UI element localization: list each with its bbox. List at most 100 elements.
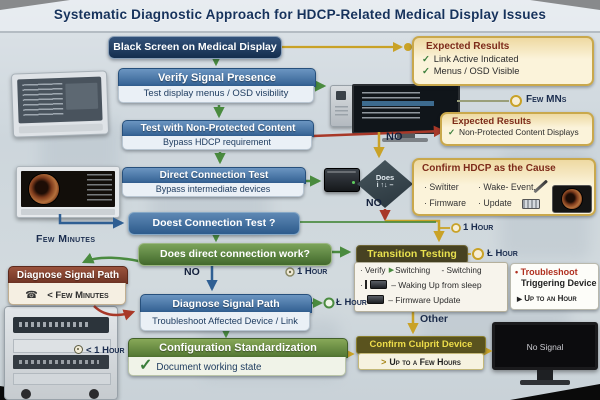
no-signal-monitor: No Signal bbox=[492, 322, 598, 392]
label-other: Other bbox=[420, 313, 449, 325]
check-icon: ✓ bbox=[422, 66, 430, 76]
transition-row: · – Firmware Update bbox=[360, 295, 461, 305]
device-highlight bbox=[327, 171, 356, 173]
verify-signal-subtitle: Test display menus / OSD visibility bbox=[143, 88, 289, 99]
no-signal-text: No Signal bbox=[526, 342, 564, 352]
node-expected-results-mid: Expected Results ✓Non-Protected Content … bbox=[440, 112, 594, 146]
transition-row3-bullet: · bbox=[360, 295, 363, 305]
label-l-hour-diagnose: Ł Hour bbox=[336, 297, 367, 308]
troubleshoot-panel: • Troubleshoot Triggering Device ▶ Up to… bbox=[510, 263, 599, 310]
direct-connection-title: Direct Connection Test bbox=[159, 170, 269, 181]
label-no-low: NO bbox=[184, 266, 200, 278]
diagnose-center-header: Diagnose Signal Path bbox=[140, 294, 312, 313]
troubleshoot-line2: Triggering Device bbox=[521, 278, 597, 288]
connector-endoscope-to-doest bbox=[58, 214, 125, 229]
confirm-hdcp-item: · Update bbox=[478, 198, 512, 208]
expected-top-item-text: Menus / OSD Visible bbox=[433, 66, 520, 76]
cursor-icon: ▶ bbox=[388, 267, 395, 274]
cart-display-shelf bbox=[13, 317, 109, 333]
osd-highlight-row bbox=[362, 101, 434, 106]
monitor-base bbox=[520, 380, 570, 385]
non-protected-header: Test with Non-Protected Content bbox=[122, 120, 314, 137]
config-subtitle: Document working state bbox=[156, 362, 262, 373]
cart-shelf bbox=[13, 339, 111, 353]
direct-connection-header: Direct Connection Test bbox=[122, 167, 306, 184]
cart-display-text bbox=[19, 322, 89, 327]
diagnose-center-subtitle: Troubleshoot Affected Device / Link bbox=[152, 316, 298, 326]
cart-shelf bbox=[13, 373, 111, 385]
config-title: Configuration Standardization bbox=[159, 342, 317, 354]
cart-vcr-shelf bbox=[13, 355, 109, 369]
non-protected-body: Bypass HDCP requirement bbox=[122, 136, 312, 150]
expected-top-item: ✓Link Active Indicated bbox=[422, 53, 592, 65]
does-direct-label: Does direct connection work? bbox=[160, 248, 310, 260]
transition-row: · – Waking Up from sleep bbox=[360, 280, 482, 290]
vcr-buttons bbox=[19, 360, 99, 364]
media-player-device bbox=[324, 168, 360, 192]
label-few-mns: Few MNs bbox=[526, 94, 567, 105]
culprit-body: >Up to a Few Hours bbox=[358, 353, 484, 370]
expected-top-title: Expected Results bbox=[426, 41, 510, 52]
check-icon: ✓ bbox=[422, 54, 430, 64]
doest-connection-label: Doest Connection Test ? bbox=[152, 217, 276, 229]
device-chip-icon bbox=[366, 295, 384, 304]
endoscopy-image bbox=[29, 174, 59, 204]
check-icon: ✓ bbox=[448, 127, 456, 137]
culprit-subtitle: Up to a Few Hours bbox=[389, 357, 461, 367]
endoscopy-thumbnail bbox=[552, 185, 592, 213]
page-title: Systematic Diagnostic Approach for HDCP-… bbox=[53, 7, 547, 22]
diagnose-left-body: ☎ < Few Minutes bbox=[8, 283, 126, 305]
monitor-base bbox=[382, 138, 428, 142]
screen-menu-strip bbox=[87, 174, 112, 204]
arrow-icon: > bbox=[381, 357, 387, 367]
label-few-minutes: Few Minutes bbox=[36, 233, 96, 245]
tower-vents bbox=[335, 106, 348, 118]
transition-row1-extra: - Switching bbox=[441, 266, 482, 275]
display-screen bbox=[21, 171, 115, 207]
node-doest-connection: Doest Connection Test ? bbox=[128, 212, 300, 235]
connector-gold-elbow-to-transition bbox=[385, 219, 445, 243]
culprit-title: Confirm Culprit Device bbox=[369, 339, 473, 350]
lhour-circle bbox=[323, 297, 335, 309]
bullet-icon: • bbox=[515, 267, 519, 277]
transition-hour-circle bbox=[472, 248, 484, 260]
confirm-hdcp-title: Confirm HDCP as the Cause bbox=[422, 163, 556, 174]
config-header: Configuration Standardization bbox=[128, 338, 348, 358]
troubleshoot-line1: • Troubleshoot bbox=[515, 267, 578, 277]
transition-title: Transition Testing bbox=[367, 248, 457, 260]
transition-row3-label: – Firmware Update bbox=[388, 295, 461, 305]
label-no-mid: NO bbox=[366, 197, 382, 209]
osd-menu-lines bbox=[362, 92, 420, 122]
tower-drive-slot bbox=[336, 91, 346, 100]
keyboard-icon bbox=[522, 199, 540, 209]
transition-row1-label: Switching bbox=[395, 266, 431, 275]
expected-mid-item: ✓Non-Protected Content Displays bbox=[448, 127, 592, 138]
connector-diagleft-to-diagcenter bbox=[93, 305, 136, 321]
transition-row1-pre: · Verify bbox=[360, 266, 386, 275]
transition-row2-label: – Waking Up from sleep bbox=[391, 280, 482, 290]
transition-testing-body: · Verify ▶Switching - Switching · – Waki… bbox=[354, 262, 508, 312]
non-protected-subtitle: Bypass HDCP requirement bbox=[163, 137, 271, 147]
label-l-hour-transition: Ł Hour bbox=[487, 248, 518, 259]
verify-signal-header: Verify Signal Presence bbox=[118, 68, 316, 87]
expected-top-item-text: Link Active Indicated bbox=[433, 54, 519, 64]
device-led bbox=[352, 181, 355, 184]
title-divider bbox=[0, 31, 600, 33]
label-one-hour-diamond: 1 Hour bbox=[463, 222, 494, 233]
node-black-screen-label: Black Screen on Medical Display bbox=[113, 41, 277, 53]
confirm-hdcp-item: · Swïtiter bbox=[424, 182, 459, 192]
troubleshoot-duration: Up to an Hour bbox=[524, 294, 577, 303]
one-hour-circle bbox=[451, 223, 461, 233]
cart-wheel bbox=[21, 389, 31, 399]
endoscopy-image bbox=[562, 189, 582, 209]
device-chip-icon bbox=[369, 280, 387, 289]
node-expected-results-top: Expected Results ✓Link Active Indicated … bbox=[412, 36, 594, 86]
troubleshoot-title: Troubleshoot bbox=[520, 267, 578, 277]
config-body: ✓Document working state bbox=[128, 357, 346, 376]
decision-line2: i ↑↓ – bbox=[376, 182, 394, 189]
node-does-direct: Does direct connection work? bbox=[138, 243, 332, 266]
direct-connection-subtitle: Bypass intermediate devices bbox=[155, 184, 271, 194]
check-icon: ✓ bbox=[139, 357, 153, 374]
verify-signal-title: Verify Signal Presence bbox=[157, 72, 276, 84]
workstation-tower bbox=[330, 85, 354, 127]
